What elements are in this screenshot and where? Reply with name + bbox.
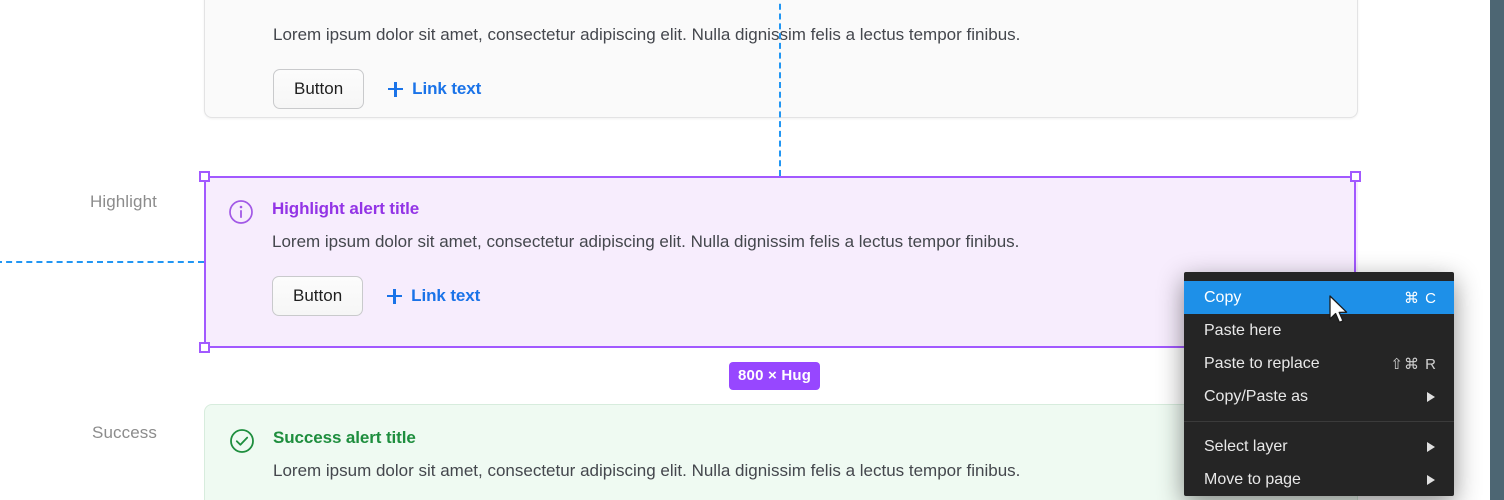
- alert-body: Highlight alert title Lorem ipsum dolor …: [258, 198, 1334, 316]
- alert-actions: Button Link text: [272, 276, 1334, 316]
- info-circle-icon: [228, 199, 258, 230]
- menu-item-label: Select layer: [1204, 437, 1288, 455]
- menu-item-label: Move to page: [1204, 470, 1301, 488]
- chevron-right-icon: [1427, 474, 1435, 485]
- menu-item-paste-here[interactable]: Paste here: [1184, 314, 1454, 347]
- menu-item-label: Paste to replace: [1204, 354, 1320, 372]
- right-edge-scrollbar[interactable]: [1490, 0, 1504, 500]
- alert-link[interactable]: Link text: [388, 79, 481, 99]
- alignment-guide-vertical: [779, 0, 781, 176]
- plus-icon: [387, 288, 403, 304]
- alert-body: Lorem ipsum dolor sit amet, consectetur …: [259, 0, 1333, 109]
- alert-card-highlight[interactable]: Highlight alert title Lorem ipsum dolor …: [204, 176, 1358, 348]
- alert-body: Success alert title Lorem ipsum dolor si…: [259, 427, 1333, 483]
- mouse-cursor: [1328, 295, 1350, 332]
- menu-item-label: Copy: [1204, 288, 1242, 306]
- check-circle-icon: [229, 428, 259, 459]
- size-badge: 800 × Hug: [729, 362, 821, 390]
- alert-content: Lorem ipsum dolor sit amet, consectetur …: [229, 0, 1333, 109]
- alert-link-label: Link text: [411, 286, 481, 305]
- plus-icon: [388, 81, 404, 97]
- alert-description: Lorem ipsum dolor sit amet, consectetur …: [273, 25, 1021, 44]
- alert-description: Lorem ipsum dolor sit amet, consectetur …: [273, 461, 1021, 480]
- alert-description: Lorem ipsum dolor sit amet, consectetur …: [272, 232, 1020, 251]
- menu-item-move-to-page[interactable]: Move to page: [1184, 463, 1454, 496]
- menu-divider: [1184, 421, 1454, 422]
- alert-link-label: Link text: [412, 79, 482, 98]
- alert-title: Highlight alert title: [272, 199, 420, 218]
- menu-item-select-layer[interactable]: Select layer: [1184, 430, 1454, 463]
- menu-item-shortcut: ⇧⌘ R: [1390, 355, 1437, 373]
- alert-button[interactable]: Button: [272, 276, 364, 316]
- menu-item-label: Paste here: [1204, 321, 1282, 339]
- menu-item-copy-paste-as[interactable]: Copy/Paste as: [1184, 380, 1454, 413]
- alert-title: Success alert title: [273, 428, 416, 447]
- alert-link[interactable]: Link text: [387, 286, 480, 306]
- row-label-highlight: Highlight: [89, 192, 157, 211]
- chevron-right-icon: [1427, 391, 1435, 402]
- menu-item-label: Copy/Paste as: [1204, 387, 1309, 405]
- chevron-right-icon: [1427, 441, 1435, 452]
- alert-button[interactable]: Button: [273, 69, 365, 109]
- alignment-guide-horizontal: [0, 261, 204, 263]
- alert-content: Success alert title Lorem ipsum dolor si…: [229, 427, 1333, 483]
- context-menu[interactable]: Copy ⌘ C Paste here Paste to replace ⇧⌘ …: [1184, 272, 1454, 496]
- alert-card-default[interactable]: Lorem ipsum dolor sit amet, consectetur …: [204, 0, 1358, 118]
- menu-item-paste-to-replace[interactable]: Paste to replace ⇧⌘ R: [1184, 347, 1454, 380]
- alert-content: Highlight alert title Lorem ipsum dolor …: [228, 198, 1334, 316]
- alert-actions: Button Link text: [273, 69, 1333, 109]
- menu-item-copy[interactable]: Copy ⌘ C: [1184, 281, 1454, 314]
- menu-item-shortcut: ⌘ C: [1404, 289, 1437, 307]
- row-label-success: Success: [92, 423, 157, 442]
